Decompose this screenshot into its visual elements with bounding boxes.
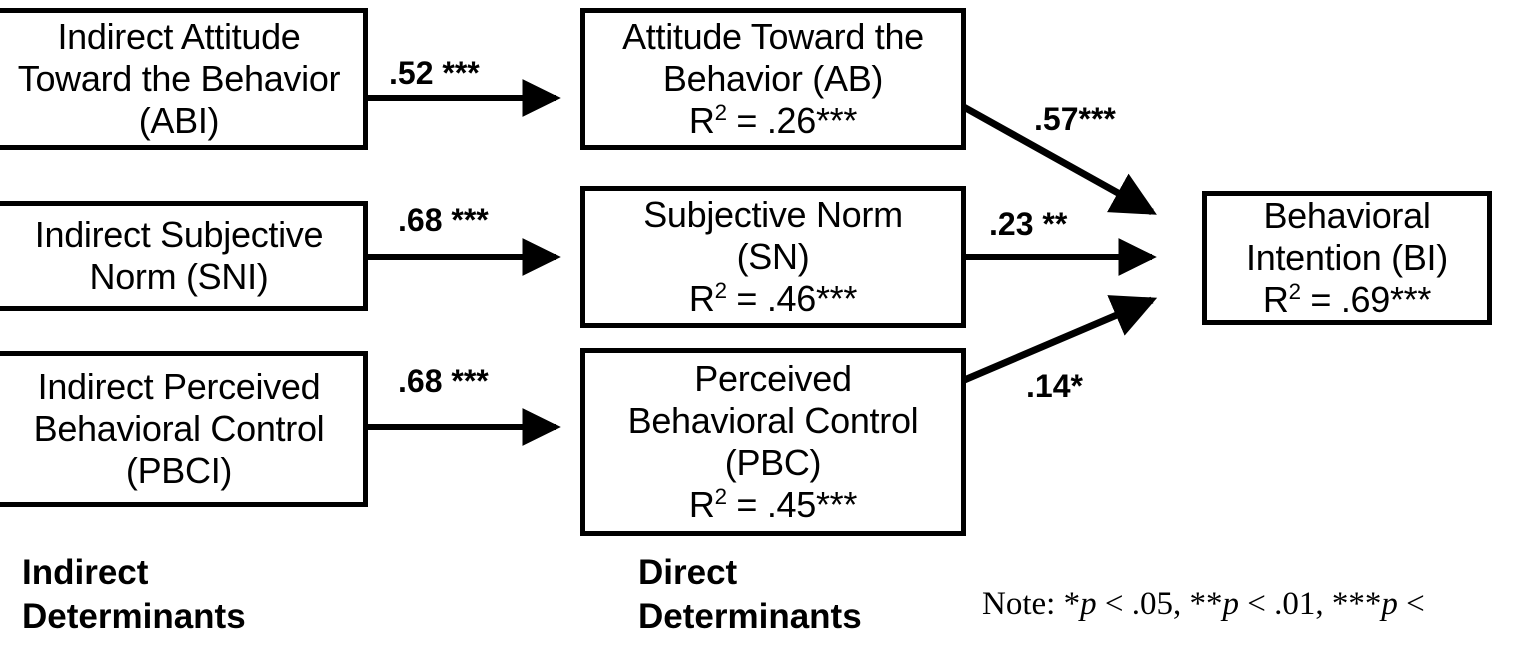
node-perceived-behavioral-control-pbc[interactable]: Perceived Behavioral Control (PBC) R2 = … [580,348,966,536]
node-line-1: Indirect Perceived [37,365,321,407]
group-label-line-2: Determinants [22,596,246,636]
r-value: = .69*** [1300,279,1432,321]
note-p-1: p [1080,586,1097,622]
node-indirect-perceived-behavioral-control-pbci[interactable]: Indirect Perceived Behavioral Control (P… [0,351,368,507]
r-exponent: 2 [1288,279,1301,305]
path-label-sn-to-bi: .23 ** [989,206,1068,242]
path-label-pbc-to-bi: .14* [1026,368,1083,404]
edge-pbc-to-bi [960,295,1158,385]
significance-note: Note: *p < .05, **p < .01, ***p < [982,586,1425,623]
group-label-line-2: Determinants [638,596,862,636]
node-line-2: Behavioral Control [33,407,325,449]
node-line-1: Subjective Norm [643,193,903,235]
note-prefix: Note: * [982,586,1081,622]
node-line-1: Indirect Subjective [34,213,324,255]
node-attitude-toward-behavior-ab[interactable]: Attitude Toward the Behavior (AB) R2 = .… [580,8,966,150]
node-r-squared: R2 = .45*** [688,484,858,526]
node-r-squared: R2 = .69*** [1262,279,1432,321]
node-line-2: Intention (BI) [1246,236,1448,278]
edge-ab-to-bi [960,102,1157,216]
node-behavioral-intention-bi[interactable]: Behavioral Intention (BI) R2 = .69*** [1202,191,1492,325]
note-p-2: p [1222,586,1239,622]
path-label-sni-to-sn: .68 *** [398,202,489,238]
r-value: = .46*** [726,278,858,320]
note-mid-1: < .05, ** [1096,586,1223,622]
node-line-3: (PBCI) [125,450,233,492]
node-line-1: Attitude Toward the [622,15,924,57]
node-line-1: Perceived [694,357,852,399]
node-subjective-norm-sn[interactable]: Subjective Norm (SN) R2 = .46*** [580,186,966,328]
r-value: = .26*** [726,100,858,142]
path-label-ab-to-bi: .57*** [1034,101,1116,137]
path-label-pbci-to-pbc: .68 *** [398,363,489,399]
node-line-1: Indirect Attitude [57,15,301,57]
r-symbol: R [1262,279,1289,321]
node-line-2: (SN) [736,235,810,277]
node-line-3: (PBC) [724,442,822,483]
r-symbol: R [688,484,715,526]
node-indirect-subjective-norm-sni[interactable]: Indirect Subjective Norm (SNI) [0,201,368,311]
group-label-direct-determinants: Direct Determinants [638,551,862,639]
node-line-2: Toward the Behavior [17,57,341,99]
note-suffix: < [1397,586,1425,622]
node-r-squared: R2 = .26*** [688,100,858,142]
note-mid-2: < .01, *** [1238,586,1382,622]
group-label-line-1: Indirect [22,553,149,592]
r-exponent: 2 [714,278,727,304]
group-label-indirect-determinants: Indirect Determinants [22,551,246,639]
node-line-3: (ABI) [138,100,220,142]
r-symbol: R [688,278,715,320]
node-line-1: Behavioral [1263,194,1431,236]
node-line-2: Norm (SNI) [89,256,269,297]
node-indirect-attitude-abi[interactable]: Indirect Attitude Toward the Behavior (A… [0,8,368,150]
r-value: = .45*** [726,484,858,526]
group-label-line-1: Direct [638,553,738,592]
r-exponent: 2 [714,484,727,510]
r-symbol: R [688,100,715,142]
node-line-2: Behavior (AB) [662,57,884,99]
r-exponent: 2 [714,100,727,126]
path-label-abi-to-ab: .52 *** [389,55,480,91]
node-line-2: Behavioral Control [627,399,919,441]
note-p-3: p [1381,586,1398,622]
node-r-squared: R2 = .46*** [688,278,858,320]
